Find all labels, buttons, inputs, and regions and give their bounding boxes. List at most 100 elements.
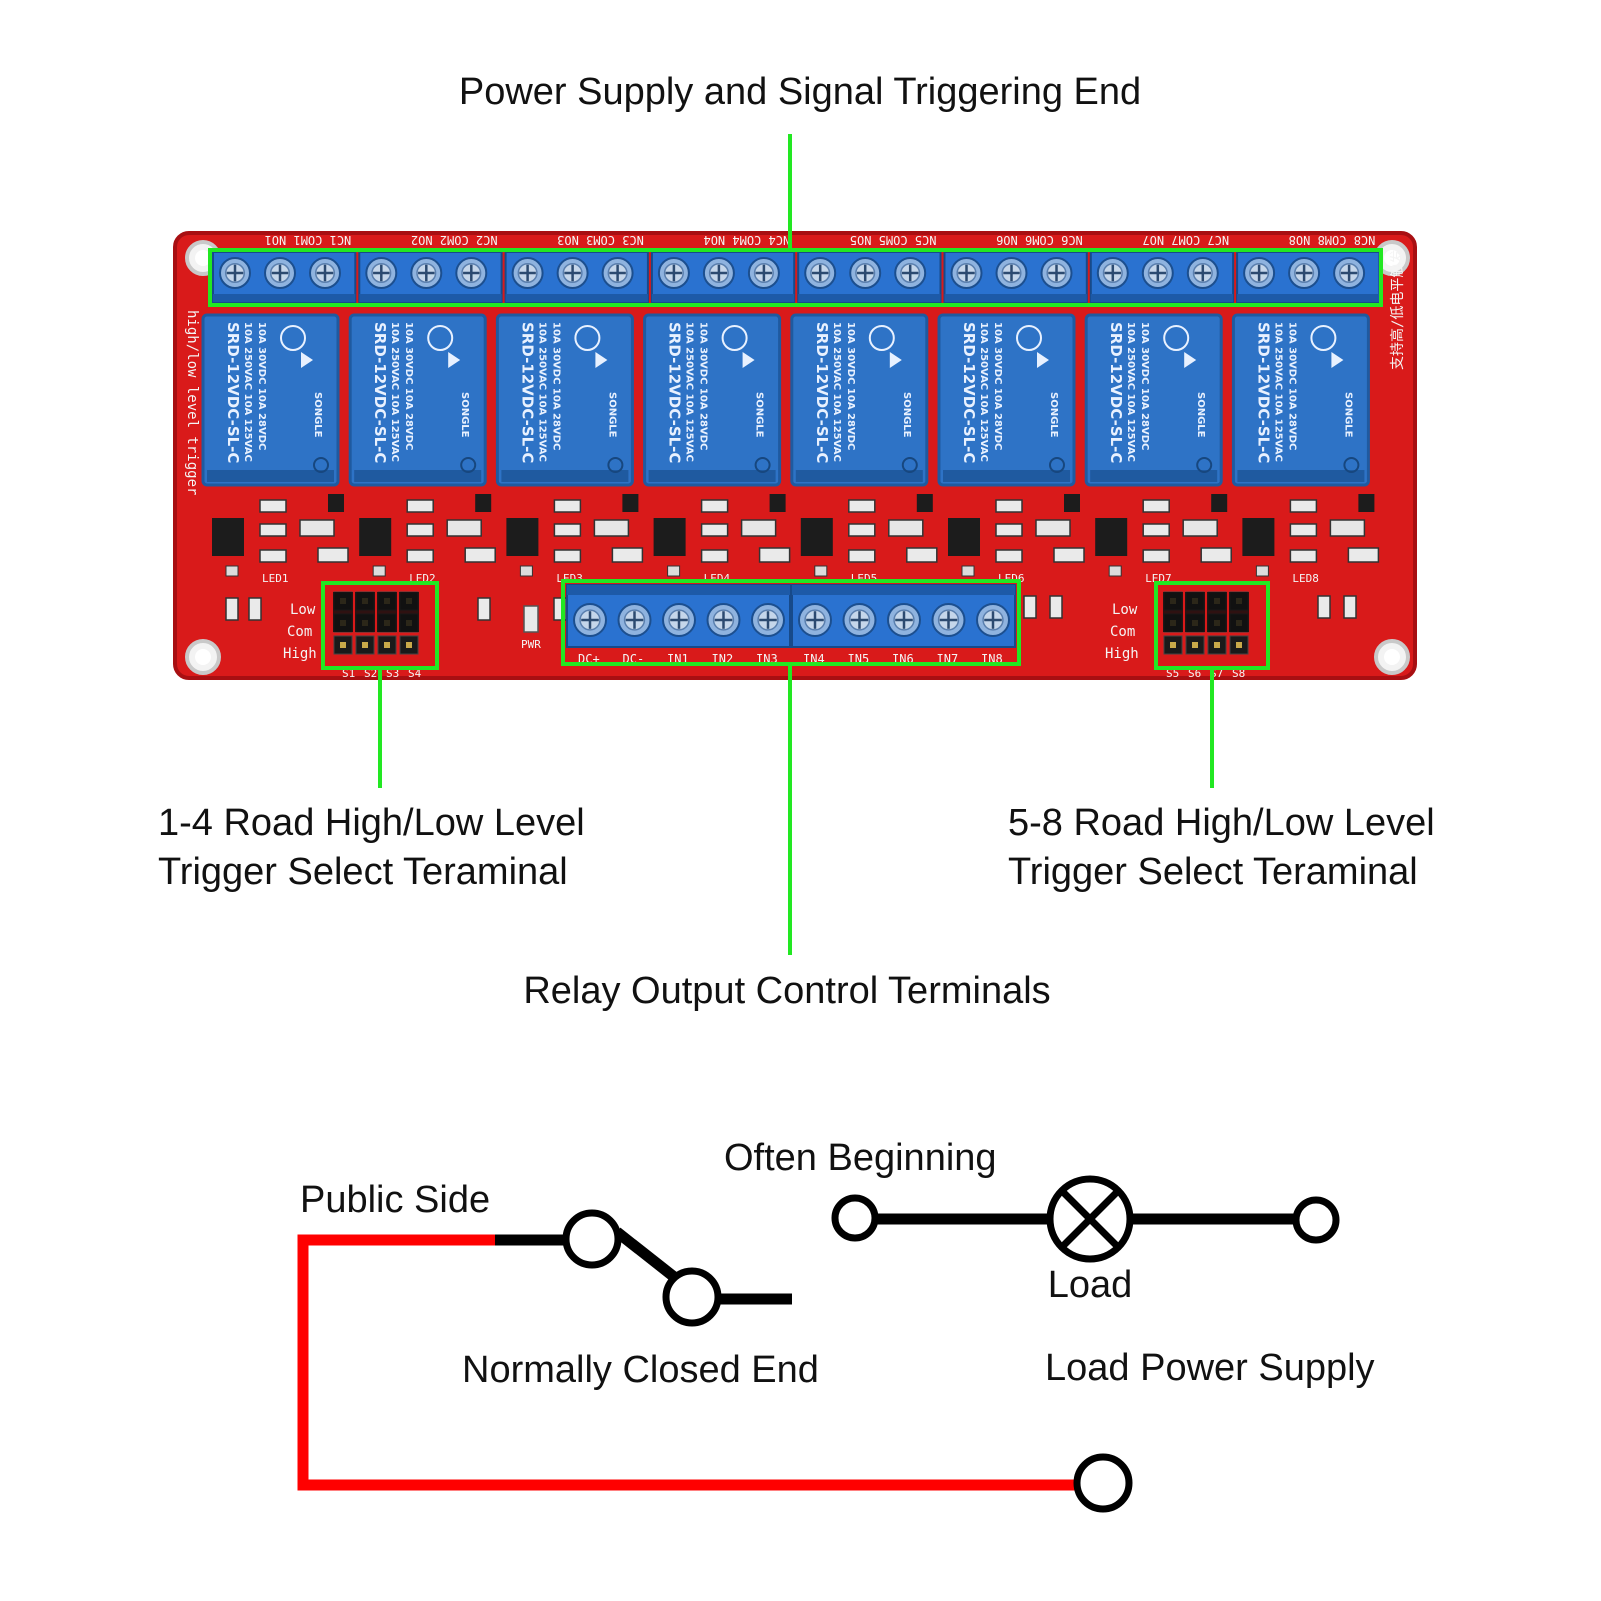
optocoupler-icon bbox=[653, 518, 686, 556]
driver-circuit-2 bbox=[359, 494, 496, 577]
relay-model-1: SRD-12VDC-SL-C bbox=[224, 322, 242, 463]
jumper-row-low-left: Low bbox=[290, 602, 316, 618]
terminal-block-1 bbox=[212, 251, 357, 303]
relay-brand-4: SONGLE bbox=[754, 392, 765, 438]
terminal-block-7 bbox=[1089, 251, 1235, 303]
jumper-cap-icon bbox=[355, 592, 375, 632]
relay-model-6: SRD-12VDC-SL-C bbox=[960, 322, 978, 463]
relay-schematic: Public Side Often Beginning Load Normall… bbox=[297, 1137, 1375, 1513]
relay-rating-b-1: 10A 30VDC 10A 28VDC bbox=[256, 322, 267, 450]
terminal-label-2: NC2 COM2 NO2 bbox=[411, 233, 498, 247]
ccc-mark-icon bbox=[1016, 325, 1042, 351]
relay-brand-2: SONGLE bbox=[459, 392, 470, 438]
transistor-icon bbox=[475, 494, 492, 512]
terminal-block-4 bbox=[650, 251, 796, 303]
highlight-top-terminals bbox=[208, 248, 1383, 307]
relay-rating-a-7: 10A 250VAC 10A 125VAC bbox=[1125, 322, 1136, 462]
switch-arm bbox=[613, 1227, 682, 1285]
optocoupler-icon bbox=[506, 518, 539, 556]
relay-model-2: SRD-12VDC-SL-C bbox=[371, 322, 389, 463]
callout-right-line1: 5-8 Road High/Low Level bbox=[1008, 802, 1435, 844]
driver-circuit-8 bbox=[1242, 494, 1380, 577]
optocoupler-icon bbox=[800, 518, 833, 556]
diode-icon bbox=[888, 519, 924, 537]
terminal-label-3: NC3 COM3 NO3 bbox=[557, 233, 644, 247]
ccc-mark-icon bbox=[868, 325, 895, 351]
jumper-row-high-right: High bbox=[1105, 646, 1139, 662]
relay-rating-b-2: 10A 30VDC 10A 28VDC bbox=[403, 322, 414, 450]
led-label-4: LED4 bbox=[704, 572, 731, 585]
top-terminal-labels: NC1 COM1 NO1 NC2 COM2 NO2 NC3 COM3 NO3 NC4 … bbox=[265, 233, 1376, 247]
transistor-icon bbox=[769, 494, 786, 512]
terminal-label-5: NC5 COM5 NO5 bbox=[850, 233, 937, 247]
ccc-mark-icon bbox=[574, 325, 601, 351]
jumper-pin-s5: S5 bbox=[1166, 667, 1179, 680]
driver-circuit-6 bbox=[948, 494, 1085, 577]
input-terminal-block-2 bbox=[791, 584, 1016, 648]
callout-left-line1: 1-4 Road High/Low Level bbox=[158, 802, 585, 844]
songle-logo-icon bbox=[1184, 352, 1197, 368]
relay-model-3: SRD-12VDC-SL-C bbox=[518, 322, 536, 463]
diode-icon bbox=[446, 519, 482, 537]
relay-rating-a-1: 10A 250VAC 10A 125VAC bbox=[242, 322, 253, 462]
callout-right-line2: Trigger Select Teraminal bbox=[1008, 851, 1418, 893]
input-terminal-block-1 bbox=[566, 584, 791, 648]
pwr-label: PWR bbox=[521, 638, 541, 651]
transistor-icon bbox=[1064, 494, 1080, 512]
label-load: Load bbox=[1048, 1264, 1133, 1306]
jumper-pin-s4: S4 bbox=[408, 667, 422, 680]
led-label-5: LED5 bbox=[851, 572, 878, 585]
jumper-pin-s2: S2 bbox=[364, 667, 377, 680]
terminal-block-8 bbox=[1236, 251, 1381, 303]
jumper-row-high-left: High bbox=[283, 646, 317, 662]
power-led: PWR bbox=[521, 605, 541, 651]
side-text-left: high/low level trigger bbox=[184, 310, 200, 495]
terminal-block-2 bbox=[358, 251, 503, 303]
ccc-mark-icon bbox=[427, 325, 454, 351]
jumper-pin-s3: S3 bbox=[386, 667, 399, 680]
jumper-cap-icon bbox=[377, 592, 397, 632]
terminal-block-3 bbox=[504, 251, 649, 303]
relay-brand-5: SONGLE bbox=[901, 392, 912, 438]
side-text-right: 支持高/低电平触发 bbox=[1389, 250, 1406, 370]
relay-brand-1: SONGLE bbox=[312, 392, 323, 438]
relay-rating-a-6: 10A 250VAC 10A 125VAC bbox=[978, 322, 989, 462]
callout-power-supply-signal-end: Power Supply and Signal Triggering End bbox=[459, 71, 1141, 113]
jumper-block-right: Low Com High S5 S6 S7 S8 bbox=[1105, 591, 1249, 680]
relay-model-8: SRD-12VDC-SL-C bbox=[1254, 322, 1272, 463]
transistor-icon bbox=[1211, 494, 1228, 512]
relay-rating-b-3: 10A 30VDC 10A 28VDC bbox=[550, 322, 561, 450]
terminal-label-1: NC1 COM1 NO1 bbox=[265, 233, 352, 247]
terminal-label-6: NC6 COM6 NO6 bbox=[996, 233, 1083, 247]
load-supply-terminal bbox=[1292, 1196, 1340, 1244]
driver-circuit-1 bbox=[212, 494, 349, 577]
terminal-label-7: NC7 COM7 NO7 bbox=[1142, 233, 1229, 247]
jumper-row-low-right: Low bbox=[1112, 602, 1138, 618]
optocoupler-icon bbox=[1095, 518, 1128, 556]
top-terminal-blocks bbox=[212, 251, 1381, 303]
relay-rating-a-3: 10A 250VAC 10A 125VAC bbox=[536, 322, 547, 462]
optocoupler-icon bbox=[359, 518, 392, 556]
ccc-mark-icon bbox=[721, 325, 748, 351]
relay-rating-b-6: 10A 30VDC 10A 28VDC bbox=[992, 322, 1003, 450]
label-load-power-supply: Load Power Supply bbox=[1045, 1347, 1375, 1389]
jumper-cap-icon bbox=[1163, 592, 1183, 632]
label-public-side: Public Side bbox=[300, 1179, 490, 1221]
relay-board: NC1 COM1 NO1 NC2 COM2 NO2 NC3 COM3 NO3 NC4 … bbox=[173, 231, 1417, 680]
relay-model-7: SRD-12VDC-SL-C bbox=[1107, 322, 1125, 463]
terminal-label-4: NC4 COM4 NO4 bbox=[703, 233, 790, 247]
relay-rating-b-5: 10A 30VDC 10A 28VDC bbox=[845, 322, 856, 450]
callout-left-line2: Trigger Select Teraminal bbox=[158, 851, 568, 893]
jumper-cap-icon bbox=[1185, 592, 1205, 632]
callout-relay-output-terminals: Relay Output Control Terminals bbox=[523, 970, 1050, 1012]
ccc-mark-icon bbox=[280, 325, 306, 351]
relay-model-4: SRD-12VDC-SL-C bbox=[666, 322, 684, 463]
diode-icon bbox=[740, 519, 777, 537]
transistor-icon bbox=[328, 494, 344, 512]
jumper-block-left: Low Com High S1 S2 S3 S4 bbox=[283, 591, 422, 680]
